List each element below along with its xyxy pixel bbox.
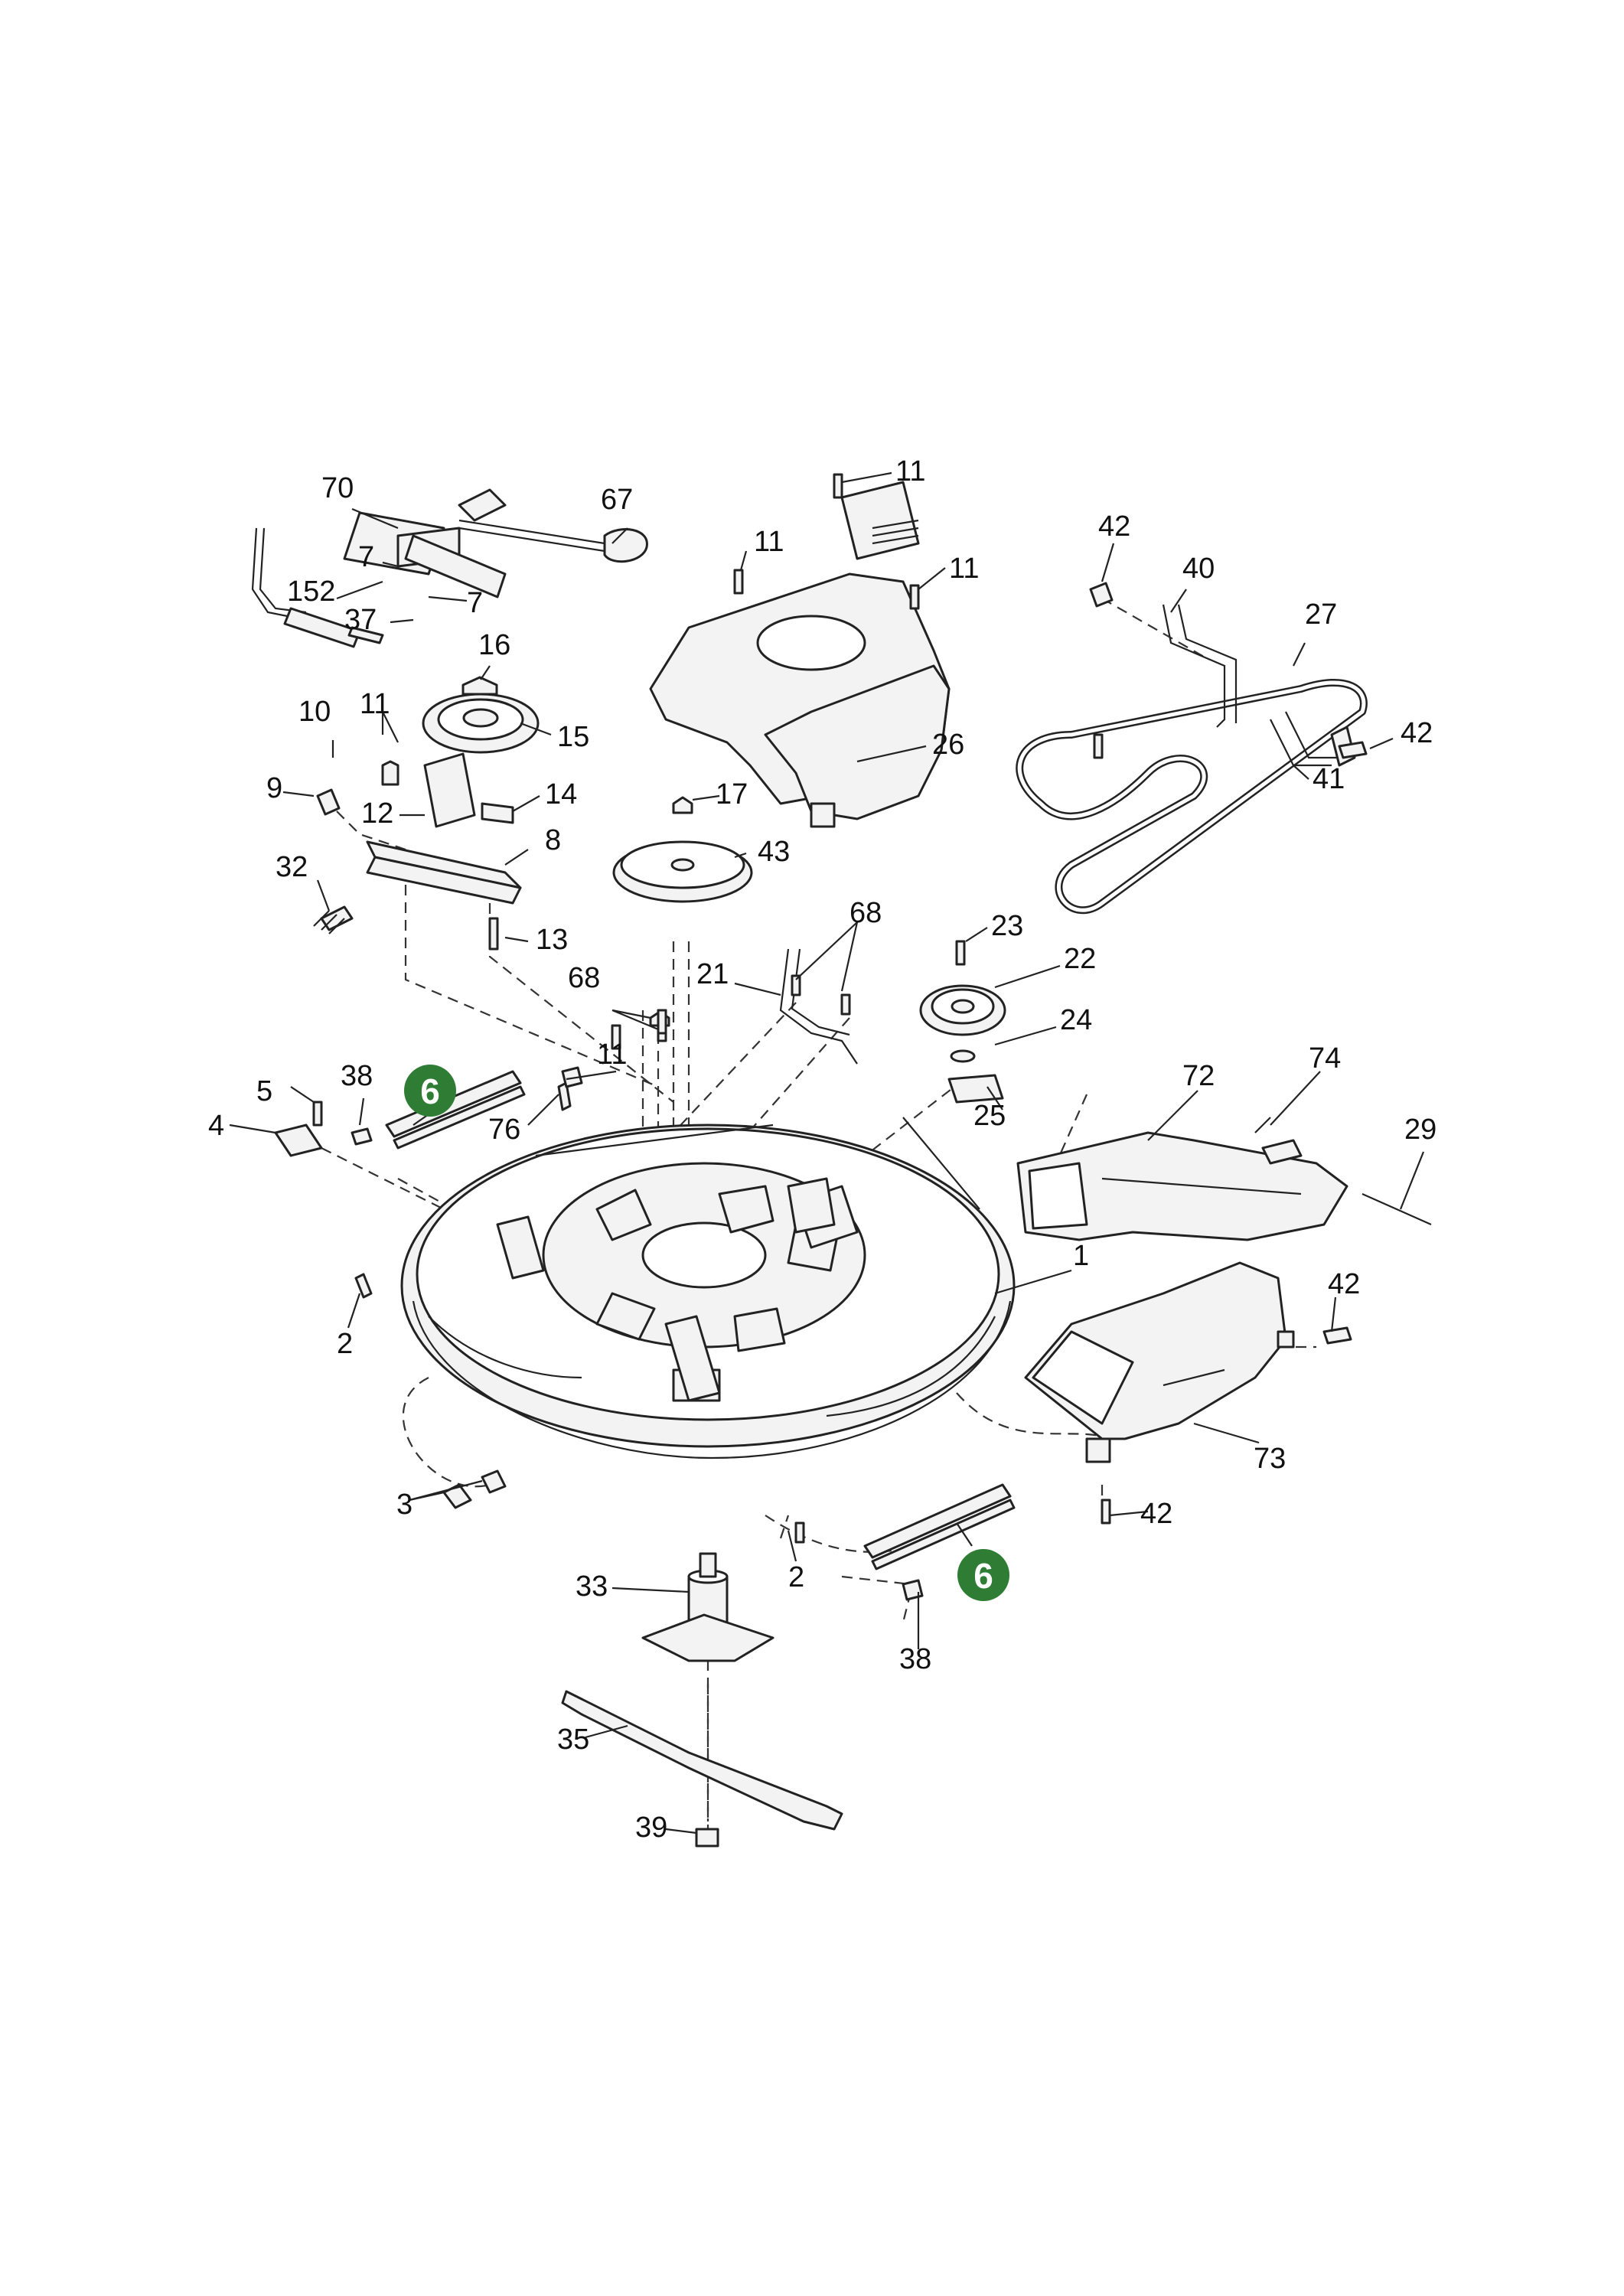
part-label: 67 xyxy=(601,484,633,516)
part-label: 11 xyxy=(949,553,979,585)
part-label: 5 xyxy=(256,1075,272,1107)
part-label: 12 xyxy=(361,797,393,830)
part-label: 72 xyxy=(1182,1060,1215,1092)
part-label: 68 xyxy=(568,962,600,994)
part-label: 42 xyxy=(1401,717,1433,749)
link-rod xyxy=(779,948,858,1065)
part-label: 35 xyxy=(557,1724,589,1756)
highlight-badge-upper[interactable]: 6 xyxy=(404,1065,456,1117)
deck-lift-bracket xyxy=(649,481,951,828)
spindle-pulley xyxy=(612,796,753,903)
part-label: 152 xyxy=(287,576,335,608)
part-label: 70 xyxy=(321,472,354,504)
discharge-chute-upper xyxy=(1016,1117,1432,1241)
part-label: 39 xyxy=(635,1812,667,1844)
highlight-badge-label: 6 xyxy=(973,1556,993,1596)
part-label: 3 xyxy=(396,1489,413,1521)
discharge-chute-lower xyxy=(1024,1261,1295,1463)
part-label: 2 xyxy=(788,1561,804,1593)
highlight-badge-circle xyxy=(404,1065,456,1117)
part-label: 16 xyxy=(478,629,510,661)
part-label: 76 xyxy=(488,1114,520,1146)
part-label: 42 xyxy=(1098,510,1130,543)
part-label: 41 xyxy=(1313,763,1345,795)
highlight-badge-lower[interactable]: 6 xyxy=(957,1549,1009,1601)
part-label: 9 xyxy=(266,772,282,804)
mower-deck xyxy=(400,1117,1016,1459)
part-label: 11 xyxy=(597,1039,627,1071)
highlight-badge-label: 6 xyxy=(420,1071,440,1111)
part-label: 23 xyxy=(991,910,1023,942)
part-label: 37 xyxy=(344,604,377,636)
small-hardware xyxy=(354,473,1368,1544)
idler-assembly xyxy=(313,676,540,951)
part-label: 27 xyxy=(1305,598,1337,631)
part-label: 10 xyxy=(298,696,331,728)
part-label: 24 xyxy=(1060,1004,1092,1036)
part-label: 17 xyxy=(716,778,748,810)
part-label: 1 xyxy=(1073,1240,1089,1272)
idler-pulley-assembly xyxy=(919,940,1006,1104)
part-label: 14 xyxy=(545,778,577,810)
part-label: 25 xyxy=(973,1100,1006,1132)
part-label: 32 xyxy=(276,851,308,883)
part-label: 68 xyxy=(850,897,882,929)
drive-belt xyxy=(1016,679,1368,915)
clutch-bracket-assembly xyxy=(251,488,648,648)
leader-lines xyxy=(229,471,1425,1835)
part-label: 29 xyxy=(1404,1114,1436,1146)
part-label: 11 xyxy=(895,455,925,488)
part-label: 40 xyxy=(1182,553,1215,585)
highlight-badge-circle xyxy=(957,1549,1009,1601)
part-label: 38 xyxy=(899,1643,931,1675)
part-labels: 70 67 7 7 152 37 16 15 10 11 9 12 14 8 3… xyxy=(208,455,1436,1844)
mower-blade xyxy=(561,1690,843,1848)
part-label: 11 xyxy=(360,688,390,720)
part-label: 21 xyxy=(696,958,729,990)
part-label: 22 xyxy=(1064,943,1096,975)
spindle-assembly xyxy=(641,1552,774,1662)
part-label: 42 xyxy=(1140,1498,1172,1530)
part-label: 26 xyxy=(932,729,964,761)
part-label: 74 xyxy=(1309,1042,1341,1075)
part-label: 11 xyxy=(754,526,784,558)
part-label: 38 xyxy=(341,1060,373,1092)
part-label: 13 xyxy=(536,924,568,956)
part-label: 2 xyxy=(337,1328,353,1360)
part-label: 42 xyxy=(1328,1268,1360,1300)
part-label: 4 xyxy=(208,1110,224,1142)
part-label: 15 xyxy=(557,721,589,753)
part-label: 8 xyxy=(545,824,561,856)
part-label: 7 xyxy=(358,541,374,573)
part-label: 73 xyxy=(1254,1443,1286,1475)
part-label: 33 xyxy=(576,1570,608,1603)
right-deck-hardware xyxy=(863,1483,1016,1601)
part-label: 7 xyxy=(467,587,483,619)
part-label: 43 xyxy=(758,836,790,868)
